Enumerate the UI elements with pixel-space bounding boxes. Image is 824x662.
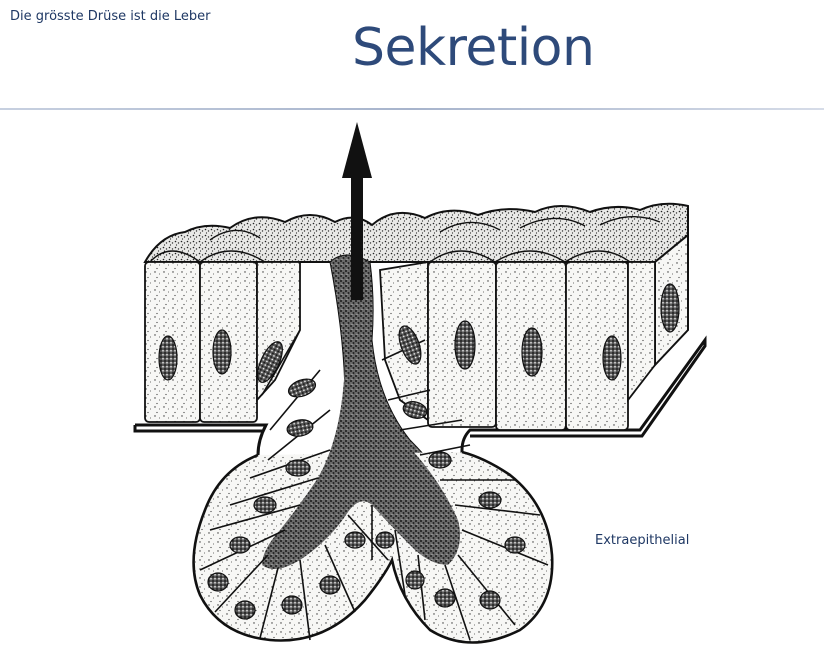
epithelium-top-surface — [143, 202, 689, 263]
title-divider — [0, 108, 824, 110]
secretion-arrow — [342, 122, 372, 300]
extraepithelial-label: Extraepithelial — [595, 533, 690, 548]
slide-subtitle: Die grösste Drüse ist die Leber — [10, 9, 211, 24]
slide-title: Sekretion — [352, 18, 595, 78]
acinus-outer-wall — [192, 450, 554, 644]
basement-membrane — [135, 335, 707, 470]
gland-illustration — [133, 122, 707, 644]
cell-nuclei — [158, 283, 680, 620]
